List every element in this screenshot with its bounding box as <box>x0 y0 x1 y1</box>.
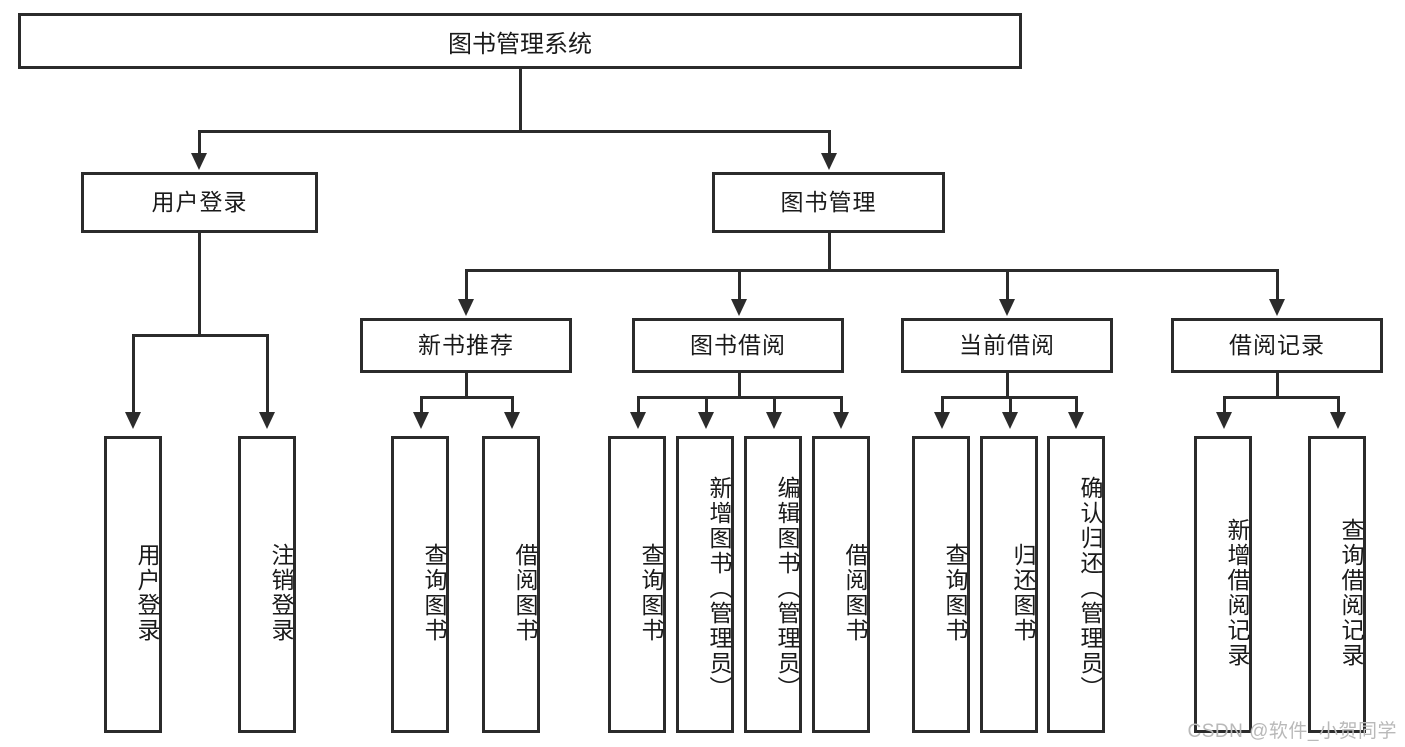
leaf-query-borrow-record[interactable]: 查询借阅记录 <box>1308 436 1366 733</box>
node-label: 图书借阅 <box>690 331 786 358</box>
arrowhead-bb-leaf-2 <box>698 412 714 429</box>
node-label: 归还图书 <box>1010 542 1036 643</box>
edge-new-book-to-leaf-1 <box>420 396 423 414</box>
node-label: 图书管理系统 <box>448 30 592 58</box>
leaf-add-borrow-record[interactable]: 新增借阅记录 <box>1194 436 1252 733</box>
node-label: 用户登录 <box>151 188 248 215</box>
node-book-management[interactable]: 图书管理 <box>712 172 945 233</box>
watermark-text: CSDN @软件_小贺同学 <box>1187 721 1397 742</box>
arrowhead-cb-leaf-1 <box>934 412 950 429</box>
edge-user-login-to-leaf-1 <box>132 334 135 414</box>
node-label: 借阅图书 <box>842 542 868 643</box>
node-label: 查询图书 <box>638 542 664 643</box>
node-label: 借阅图书 <box>512 542 538 643</box>
arrowhead-cb-leaf-2 <box>1002 412 1018 429</box>
node-label: 编辑图书（管理员） <box>774 476 800 701</box>
edge-cb-to-leaf-2 <box>1009 396 1012 414</box>
node-current-borrow[interactable]: 当前借阅 <box>901 318 1113 373</box>
edge-cb-to-leaf-1 <box>941 396 944 414</box>
node-label: 查询图书 <box>942 542 968 643</box>
edge-new-book-stem <box>465 373 468 398</box>
node-label: 新书推荐 <box>418 331 514 358</box>
edge-book-borrow-bar <box>637 396 843 399</box>
node-book-borrow[interactable]: 图书借阅 <box>632 318 844 373</box>
edge-root-stem <box>519 69 522 131</box>
edge-root-bar <box>198 130 831 133</box>
arrowhead-br-leaf-2 <box>1330 412 1346 429</box>
leaf-query-book-current[interactable]: 查询图书 <box>912 436 970 733</box>
node-label: 借阅记录 <box>1229 331 1325 358</box>
leaf-query-book-recommend[interactable]: 查询图书 <box>391 436 449 733</box>
edge-new-book-to-leaf-2 <box>511 396 514 414</box>
node-label: 确认归还（管理员） <box>1077 476 1103 701</box>
leaf-add-book-admin[interactable]: 新增图书（管理员） <box>676 436 734 733</box>
leaf-edit-book-admin[interactable]: 编辑图书（管理员） <box>744 436 802 733</box>
node-label: 查询借阅记录 <box>1338 517 1364 668</box>
arrowhead-to-user-login <box>191 153 207 170</box>
edge-bb-to-leaf-1 <box>637 396 640 414</box>
edge-br-to-leaf-1 <box>1223 396 1226 414</box>
edge-borrow-record-stem <box>1276 373 1279 398</box>
edge-book-borrow-stem <box>738 373 741 398</box>
leaf-return-book[interactable]: 归还图书 <box>980 436 1038 733</box>
edge-bb-to-leaf-2 <box>705 396 708 414</box>
edge-root-to-book-management <box>828 130 831 155</box>
edge-user-login-bar <box>132 334 269 337</box>
edge-bm-to-new-book <box>465 269 468 301</box>
arrowhead-current-borrow <box>999 299 1015 316</box>
arrowhead-bb-leaf-1 <box>630 412 646 429</box>
leaf-query-book-borrow[interactable]: 查询图书 <box>608 436 666 733</box>
edge-user-login-to-leaf-2 <box>266 334 269 414</box>
node-label: 新增借阅记录 <box>1224 517 1250 668</box>
edge-borrow-record-bar <box>1223 396 1340 399</box>
leaf-confirm-return-admin[interactable]: 确认归还（管理员） <box>1047 436 1105 733</box>
edge-bm-to-borrow-record <box>1276 269 1279 301</box>
node-label: 新增图书（管理员） <box>706 476 732 701</box>
node-label: 当前借阅 <box>959 331 1055 358</box>
edge-bb-to-leaf-4 <box>840 396 843 414</box>
arrowhead-new-book-leaf-2 <box>504 412 520 429</box>
arrowhead-bb-leaf-3 <box>766 412 782 429</box>
edge-bm-to-current-borrow <box>1006 269 1009 301</box>
arrowhead-new-book-leaf-1 <box>413 412 429 429</box>
leaf-borrow-book[interactable]: 借阅图书 <box>812 436 870 733</box>
edge-user-login-stem <box>198 233 201 335</box>
edge-book-management-stem <box>828 233 831 272</box>
arrowhead-bb-leaf-4 <box>833 412 849 429</box>
arrowhead-new-book <box>458 299 474 316</box>
arrowhead-user-login-leaf-2 <box>259 412 275 429</box>
node-new-book-recommend[interactable]: 新书推荐 <box>360 318 572 373</box>
edge-new-book-bar <box>420 396 514 399</box>
node-label: 查询图书 <box>421 542 447 643</box>
node-label: 用户登录 <box>134 542 160 643</box>
leaf-logout[interactable]: 注销登录 <box>238 436 296 733</box>
edge-bm-to-book-borrow <box>738 269 741 301</box>
arrowhead-borrow-record <box>1269 299 1285 316</box>
arrowhead-to-book-management <box>821 153 837 170</box>
node-label: 图书管理 <box>780 188 877 215</box>
arrowhead-book-borrow <box>731 299 747 316</box>
node-user-login[interactable]: 用户登录 <box>81 172 318 233</box>
edge-root-to-user-login <box>198 130 201 155</box>
arrowhead-br-leaf-1 <box>1216 412 1232 429</box>
leaf-user-login[interactable]: 用户登录 <box>104 436 162 733</box>
edge-bb-to-leaf-3 <box>773 396 776 414</box>
node-label: 注销登录 <box>268 542 294 643</box>
edge-current-borrow-stem <box>1006 373 1009 398</box>
edge-br-to-leaf-2 <box>1337 396 1340 414</box>
node-root-book-management-system[interactable]: 图书管理系统 <box>18 13 1022 69</box>
arrowhead-user-login-leaf-1 <box>125 412 141 429</box>
arrowhead-cb-leaf-3 <box>1068 412 1084 429</box>
edge-cb-to-leaf-3 <box>1075 396 1078 414</box>
leaf-borrow-book-recommend[interactable]: 借阅图书 <box>482 436 540 733</box>
node-borrow-record[interactable]: 借阅记录 <box>1171 318 1383 373</box>
edge-book-management-bar <box>465 269 1279 272</box>
